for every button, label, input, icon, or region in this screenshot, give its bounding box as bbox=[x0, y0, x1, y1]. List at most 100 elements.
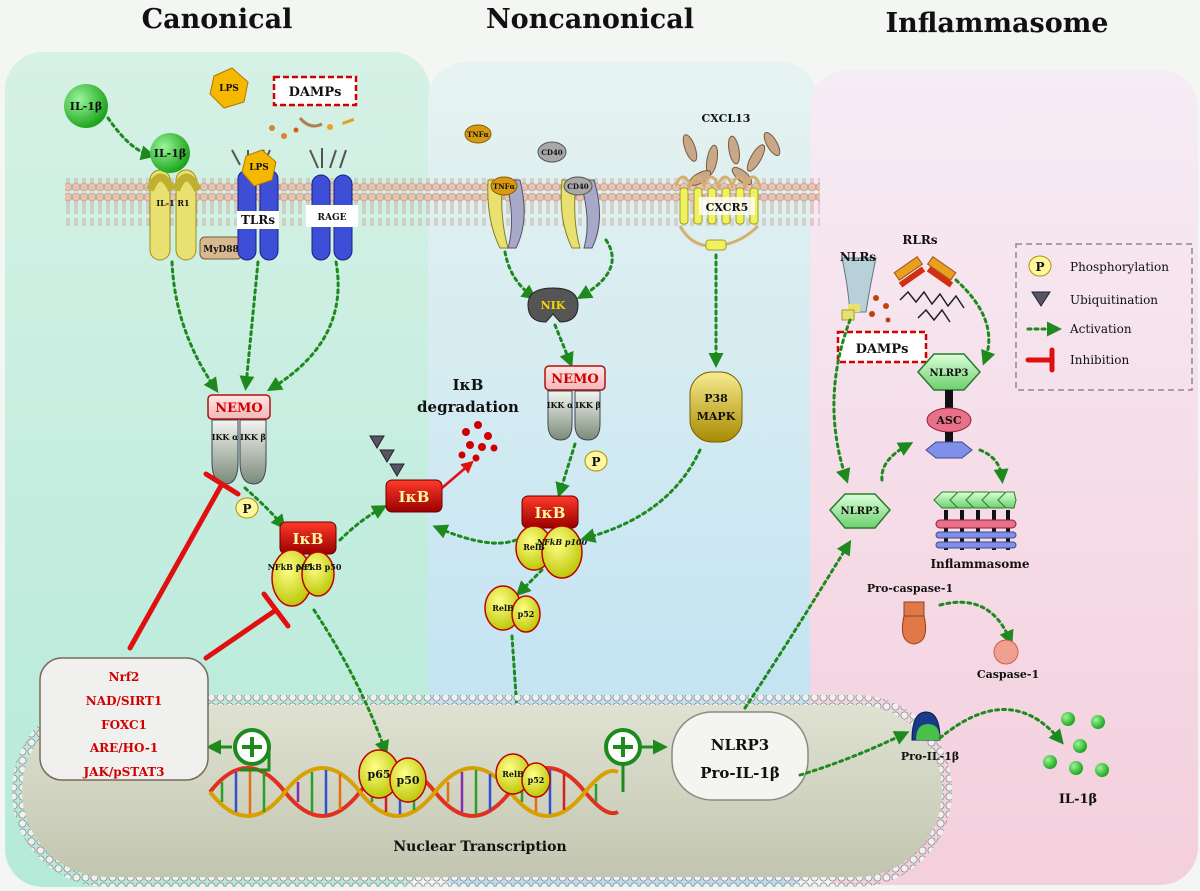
nuclear-transcription-label: Nuclear Transcription bbox=[393, 839, 566, 855]
inflammasome-assembly bbox=[933, 491, 1017, 550]
il1b-ligand-free bbox=[64, 84, 108, 128]
lps-bound-label: LPS bbox=[249, 163, 269, 173]
inhibition-nfkb bbox=[203, 591, 291, 661]
cd40-ligand-free bbox=[537, 141, 567, 163]
nuclear-p52-label: p52 bbox=[528, 775, 545, 785]
il1b-released bbox=[1043, 712, 1109, 777]
myd88-label: MyD88 bbox=[203, 245, 239, 255]
inhibitor-list: Nrf2 NAD/SIRT1 FOXC1 ARE/HO-1 JAK/pSTAT3 bbox=[82, 670, 164, 779]
il1b-bound-label: IL-1β bbox=[154, 147, 186, 160]
nuclear-relb-label: RelB bbox=[502, 769, 524, 779]
il1b-released-label: IL-1β bbox=[1059, 792, 1097, 807]
inhibitor-box bbox=[39, 657, 209, 781]
il1b-ligand-bound bbox=[150, 133, 190, 173]
lps-ligand-free bbox=[209, 67, 249, 109]
legend-activation: Activation bbox=[1026, 321, 1132, 337]
ikb-degradation-label: degradation bbox=[417, 398, 519, 416]
legend-ubiquitination: Ubiquitination bbox=[1031, 291, 1158, 307]
phospho-nc-label: P bbox=[591, 455, 600, 469]
mapk-label: MAPK bbox=[697, 410, 736, 423]
rlrs-label: RLRs bbox=[902, 233, 937, 247]
pro-caspase-label: Pro-caspase-1 bbox=[867, 582, 953, 595]
legend-inhibition: Inhibition bbox=[1025, 347, 1129, 373]
transcription-plus-right bbox=[604, 728, 668, 792]
nemo-label: NEMO bbox=[215, 401, 263, 416]
tnfa-bound-label: TNFα bbox=[493, 182, 516, 191]
lps-ligand-bound bbox=[241, 149, 277, 187]
ikk-beta-label: IKK β bbox=[240, 432, 266, 442]
rlrs-receptor bbox=[893, 255, 957, 288]
noncanonical-panel bbox=[428, 62, 818, 887]
nfkb-p50-label: NFkB p50 bbox=[297, 562, 342, 572]
tnfa-ligand-free bbox=[464, 124, 492, 144]
p38-mapk: P38 MAPK bbox=[689, 371, 743, 443]
noncanonical-ikb-nfkb: IκB RelB NFkB p100 bbox=[515, 495, 588, 579]
pro-il1b bbox=[911, 711, 941, 741]
gene-nlrp3-label: NLRP3 bbox=[711, 736, 769, 754]
inhibitor-jak-pstat3: JAK/pSTAT3 bbox=[82, 765, 164, 779]
nlrs-label: NLRs bbox=[840, 250, 876, 264]
pro-il1b-label: Pro-IL-1β bbox=[901, 750, 959, 763]
viral-rna-2 bbox=[917, 308, 951, 323]
phospho-canonical-label: P bbox=[242, 502, 251, 516]
legend-activation-label: Activation bbox=[1069, 322, 1132, 336]
ikb-canonical-label: IκB bbox=[293, 530, 324, 548]
ikk-alpha-label: IKK α bbox=[212, 432, 239, 442]
damps-inflammasome-label: DAMPs bbox=[856, 342, 909, 357]
damps-box-inflammasome bbox=[836, 330, 928, 364]
header-noncanonical: Noncanonical bbox=[486, 4, 694, 35]
inhibitor-nrf2: Nrf2 bbox=[109, 670, 140, 684]
phospho-noncanonical bbox=[584, 450, 608, 472]
ikk-alpha-nc-label: IKK α bbox=[547, 400, 574, 410]
header-canonical: Canonical bbox=[142, 4, 293, 35]
relb-nc-label: RelB bbox=[523, 542, 545, 552]
nlrs-receptor bbox=[841, 257, 877, 313]
viral-rna bbox=[899, 290, 965, 309]
gene-products-box bbox=[671, 711, 809, 801]
cxcl13-label: CXCL13 bbox=[702, 112, 751, 125]
damps-particles bbox=[269, 117, 355, 139]
cd40-free-label: CD40 bbox=[541, 148, 563, 157]
svg-text:P: P bbox=[1035, 260, 1044, 274]
tnfa-free-label: TNFα bbox=[467, 130, 490, 139]
nlrp3-free-label: NLRP3 bbox=[841, 506, 880, 517]
pro-caspase-1 bbox=[901, 601, 927, 645]
p52-label: p52 bbox=[518, 609, 535, 619]
nemo-nc-label: NEMO bbox=[551, 372, 599, 387]
nfkb-p65-label: NFkB p65 bbox=[268, 562, 313, 572]
ikb-degradation-title: IκB bbox=[453, 376, 484, 394]
cd40-bound-label: CD40 bbox=[567, 182, 589, 191]
relb-p52: RelB p52 bbox=[484, 585, 541, 633]
inhibitor-nad-sirt1: NAD/SIRT1 bbox=[86, 694, 162, 708]
inflammasome-label: Inflammasome bbox=[930, 557, 1029, 571]
phospho-canonical bbox=[235, 497, 259, 519]
gene-proil1b-label: Pro-IL-1β bbox=[700, 764, 780, 782]
inflammasome-damps-particles bbox=[841, 295, 891, 323]
legend-inhibition-label: Inhibition bbox=[1070, 353, 1129, 367]
p38-label: P38 bbox=[704, 392, 728, 405]
rage-label: RAGE bbox=[317, 213, 346, 223]
inhibitor-foxc1: FOXC1 bbox=[101, 718, 147, 732]
ikb-ub-label: IκB bbox=[399, 488, 430, 506]
legend-phosphorylation: P Phosphorylation bbox=[1028, 255, 1169, 277]
ikk-beta-nc-label: IKK β bbox=[575, 400, 601, 410]
nik-label: NIK bbox=[541, 299, 566, 312]
ubiquitinated-ikb: IκB bbox=[369, 435, 443, 513]
nuclear-p50-label: p50 bbox=[397, 774, 420, 787]
cxcr5-label: CXCR5 bbox=[706, 201, 749, 214]
nlrp3-asc-complex: NLRP3 ASC bbox=[916, 353, 982, 459]
legend-phosphorylation-label: Phosphorylation bbox=[1070, 260, 1169, 274]
asc-label: ASC bbox=[935, 414, 961, 427]
cd40-ligand-bound bbox=[563, 176, 593, 196]
nik: NIK bbox=[527, 287, 579, 323]
canonical-ikk-complex: NEMO IKK α IKK β bbox=[207, 394, 271, 485]
tlrs-label: TLRs bbox=[241, 213, 275, 227]
header-inflammasome: Inflammasome bbox=[886, 8, 1109, 39]
tnfa-ligand-bound bbox=[490, 176, 518, 196]
legend-box bbox=[1015, 243, 1193, 391]
lps-free-label: LPS bbox=[219, 84, 239, 94]
inhibition-ikk bbox=[127, 471, 241, 651]
ubiquitin-icon bbox=[1031, 291, 1051, 307]
nlrp3-free: NLRP3 bbox=[828, 493, 892, 529]
